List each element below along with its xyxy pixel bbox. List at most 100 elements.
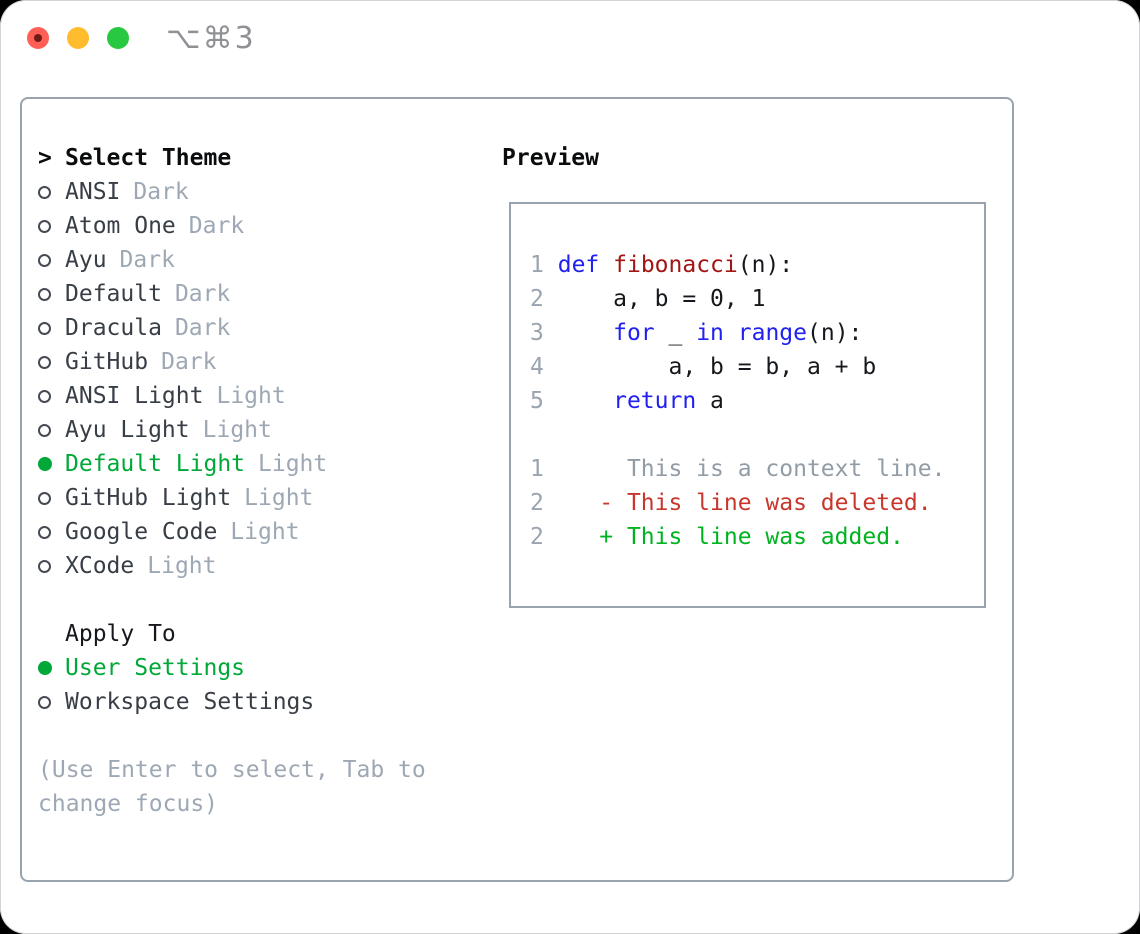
radio-icon — [38, 525, 51, 539]
theme-variant-badge: Light — [244, 485, 314, 511]
preview-heading: Preview — [502, 145, 599, 171]
deleted-line: 2 - This line was deleted. — [530, 486, 984, 520]
radio-icon — [38, 491, 51, 505]
close-button[interactable] — [27, 27, 49, 49]
code-line: 5 return a — [530, 384, 984, 418]
radio-icon — [38, 287, 51, 301]
apply-to-heading-label: Apply To — [65, 621, 176, 647]
theme-variant-badge: Dark — [161, 349, 217, 375]
preview-code-block: 1 def fibonacci(n): 2 a, b = 0, 1 3 for _ … — [511, 204, 984, 554]
code-segment: return — [613, 388, 697, 414]
code-segment: + This line was added. — [543, 524, 904, 550]
theme-item-google-code[interactable]: Google Code Light — [38, 515, 327, 549]
apply-item-user-settings[interactable]: User Settings — [38, 651, 314, 685]
code-line: 3 for _ in range(n): — [530, 316, 984, 350]
theme-item-ansi[interactable]: ANSI Dark — [38, 175, 327, 209]
radio-icon — [38, 321, 51, 335]
titlebar: ⌥⌘3 — [0, 0, 1140, 76]
theme-name: ANSI — [65, 179, 121, 205]
code-segment — [544, 388, 613, 414]
theme-name: GitHub — [65, 349, 149, 375]
code-segment: for — [613, 320, 655, 346]
theme-item-default[interactable]: Default Dark — [38, 277, 327, 311]
radio-icon — [38, 253, 51, 267]
theme-name: Ayu — [65, 247, 107, 273]
radio-selected-icon — [38, 457, 52, 471]
code-segment: (n): — [737, 252, 794, 278]
maximize-button[interactable] — [107, 27, 129, 49]
radio-icon — [38, 355, 51, 369]
theme-item-default-light[interactable]: Default Light Light — [38, 447, 327, 481]
line-number: 1 — [530, 456, 544, 482]
line-number: 3 — [530, 320, 544, 346]
apply-to-heading: Apply To — [38, 617, 314, 651]
code-line: 1 def fibonacci(n): — [530, 248, 984, 282]
code-segment: This is a context line. — [543, 456, 946, 482]
select-theme-heading: > Select Theme — [38, 141, 327, 175]
context-line: 1 This is a context line. — [530, 452, 984, 486]
theme-name: Dracula — [65, 315, 162, 341]
theme-item-dracula[interactable]: Dracula Dark — [38, 311, 327, 345]
cursor-caret-icon: > — [38, 145, 52, 171]
blank-line — [530, 418, 984, 452]
theme-variant-badge: Dark — [119, 247, 175, 273]
theme-variant-badge: Dark — [174, 315, 231, 341]
code-segment — [544, 320, 613, 346]
theme-name: XCode — [65, 553, 135, 579]
code-segment — [544, 252, 558, 278]
line-number: 1 — [530, 252, 544, 278]
apply-target-name: User Settings — [65, 655, 246, 681]
line-number: 4 — [530, 354, 544, 380]
code-segment — [724, 320, 738, 346]
minimize-button[interactable] — [67, 27, 89, 49]
apply-target-name: Workspace Settings — [65, 689, 315, 715]
line-number: 5 — [530, 388, 544, 414]
theme-variant-badge: Dark — [174, 281, 231, 307]
code-segment: (n): — [807, 320, 863, 346]
select-theme-heading-label: Select Theme — [65, 145, 232, 171]
theme-variant-badge: Light — [147, 553, 217, 579]
theme-item-atom-one[interactable]: Atom One Dark — [38, 209, 327, 243]
theme-variant-badge: Light — [258, 451, 328, 477]
line-number: 2 — [530, 286, 544, 312]
code-segment: def — [557, 252, 600, 278]
theme-variant-badge: Light — [202, 417, 272, 443]
code-segment: a, b = 0, 1 — [543, 286, 766, 312]
theme-item-github[interactable]: GitHub Dark — [38, 345, 327, 379]
code-segment: _ — [654, 320, 697, 346]
added-line: 2 + This line was added. — [530, 520, 984, 554]
code-segment: in — [696, 320, 724, 346]
theme-name: Default Light — [65, 451, 246, 477]
theme-variant-badge: Light — [230, 519, 300, 545]
theme-variant-badge: Dark — [188, 213, 245, 239]
theme-name: Atom One — [65, 213, 176, 239]
code-line: 4 a, b = b, a + b — [530, 350, 984, 384]
line-number: 2 — [530, 524, 544, 550]
theme-name: Default — [65, 281, 162, 307]
radio-icon — [38, 423, 51, 437]
radio-selected-icon — [38, 661, 52, 675]
theme-item-ayu[interactable]: Ayu Dark — [38, 243, 327, 277]
window-title-shortcut: ⌥⌘3 — [166, 21, 256, 56]
code-segment — [599, 252, 613, 278]
theme-item-xcode[interactable]: XCode Light — [38, 549, 327, 583]
code-segment: - This line was deleted. — [543, 490, 932, 516]
theme-variant-badge: Dark — [133, 179, 189, 205]
theme-name: Google Code — [65, 519, 218, 545]
radio-icon — [38, 185, 51, 199]
help-text: (Use Enter to select, Tab to change focu… — [38, 757, 426, 817]
apply-item-workspace-settings[interactable]: Workspace Settings — [38, 685, 314, 719]
line-number: 2 — [530, 490, 544, 516]
code-segment: a — [696, 388, 724, 414]
radio-icon — [38, 559, 51, 573]
radio-icon — [38, 389, 51, 403]
